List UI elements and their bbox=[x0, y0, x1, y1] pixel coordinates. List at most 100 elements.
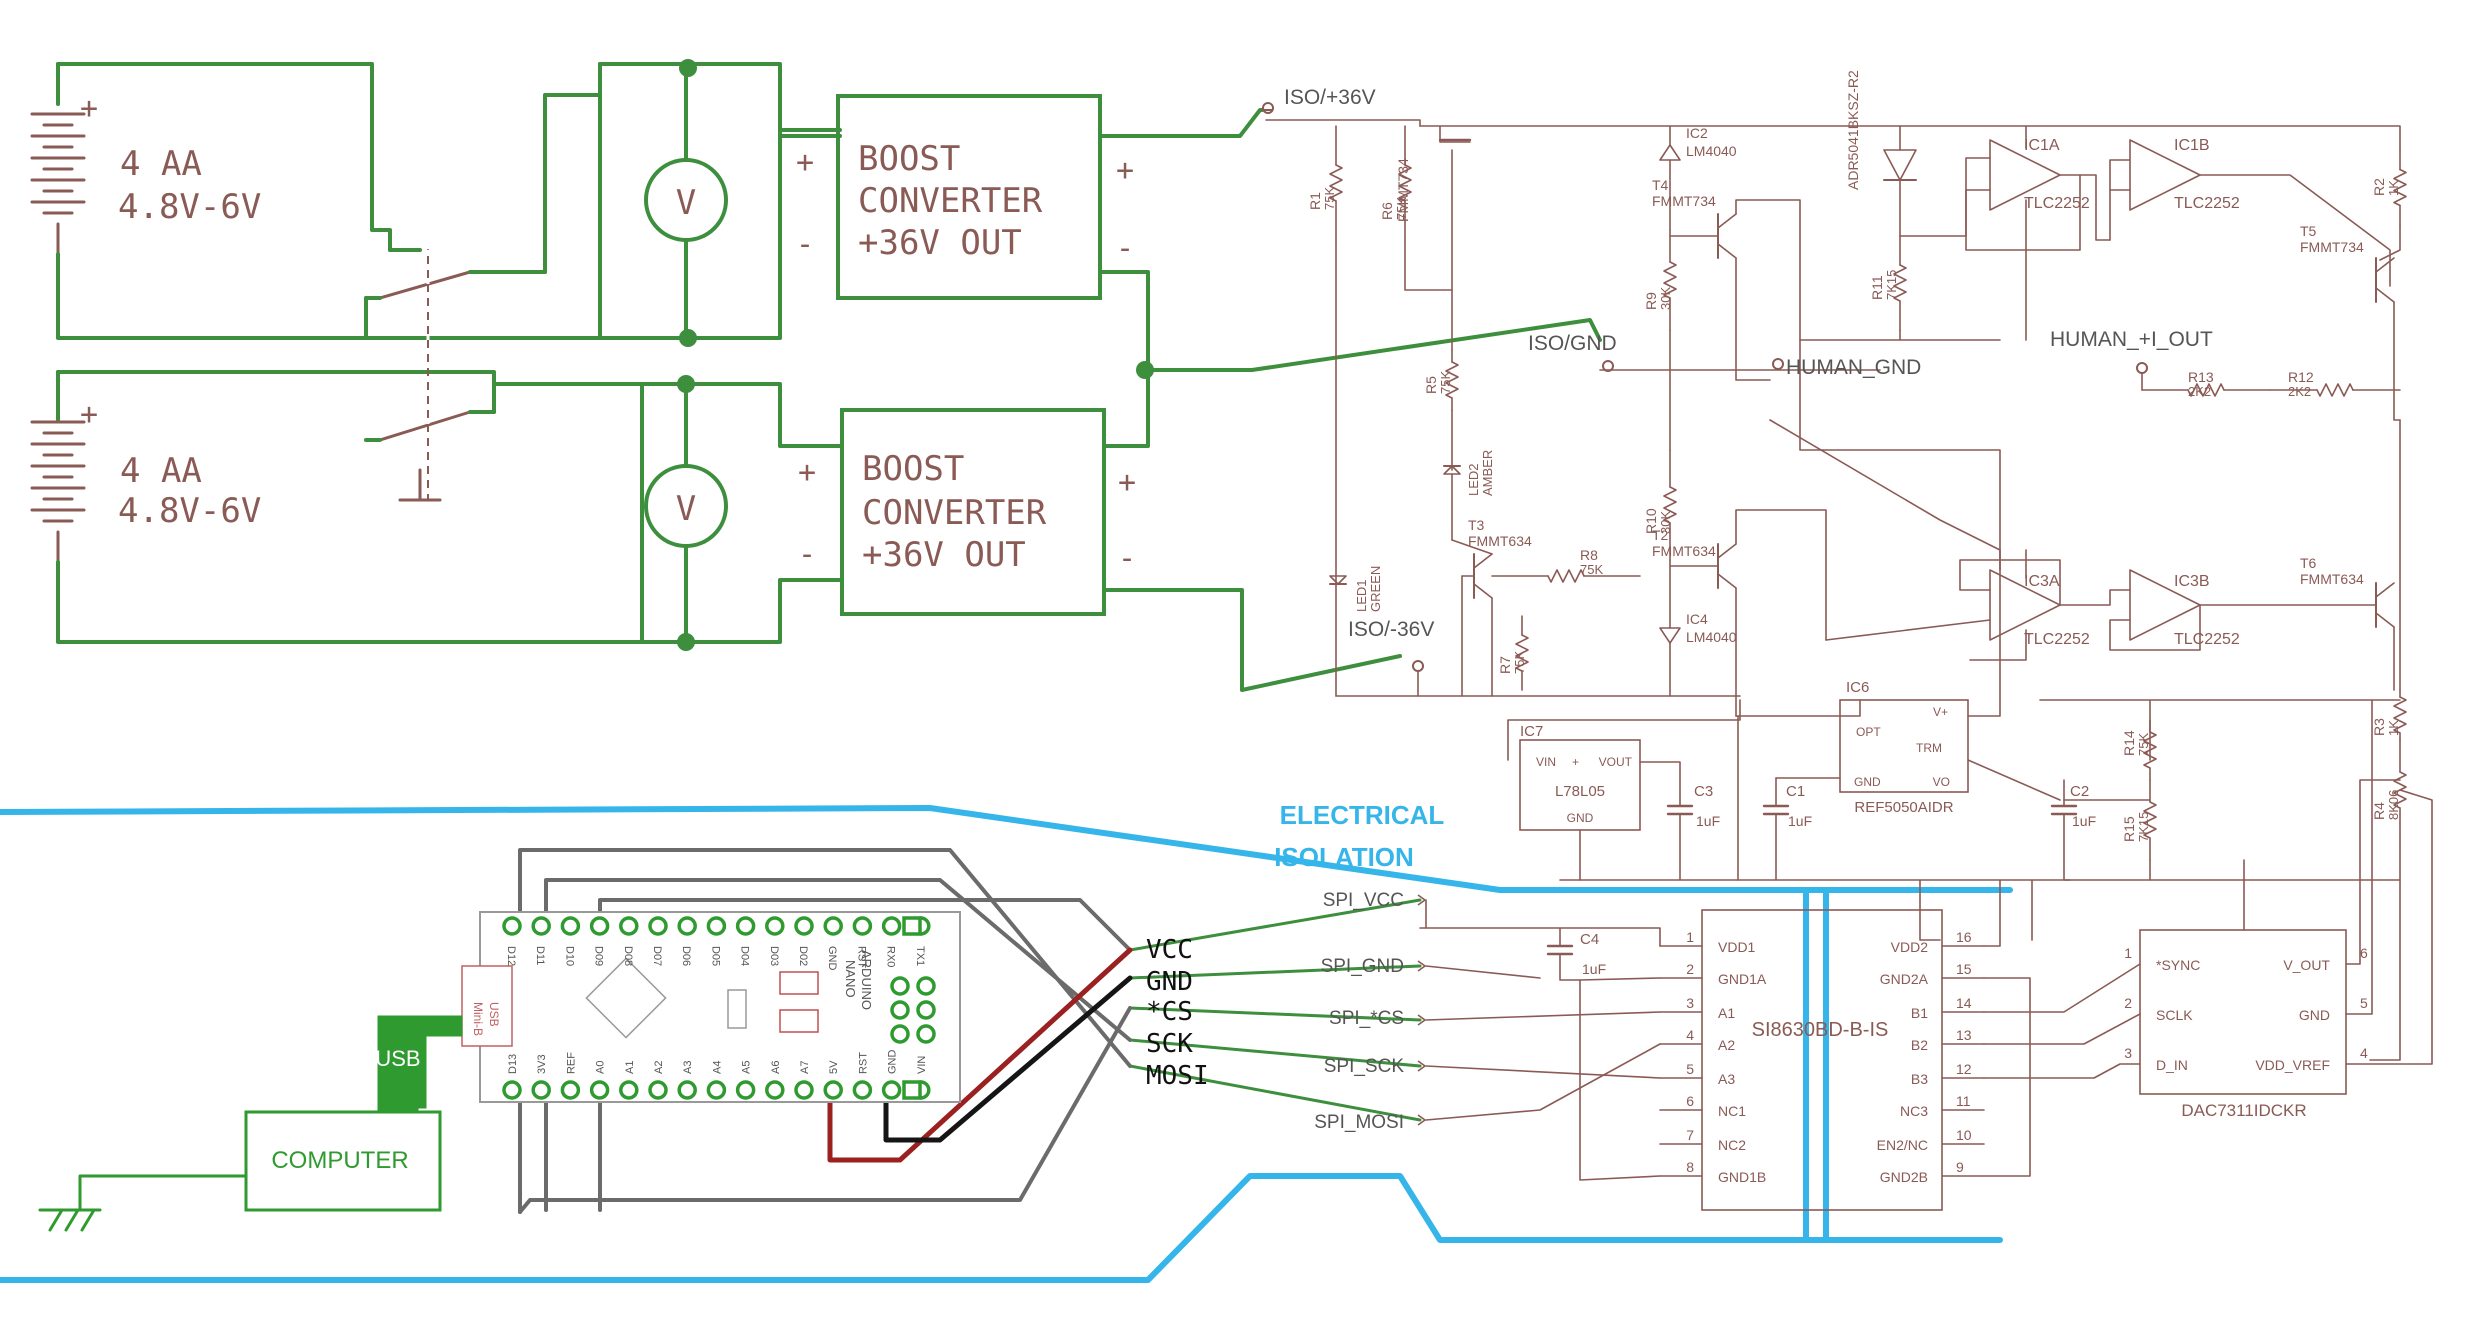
isolator-pin-name: A3 bbox=[1718, 1071, 1735, 1087]
nano-bottom-pin-label: A4 bbox=[711, 1061, 723, 1074]
wire bbox=[1967, 759, 2061, 801]
top-plus-wire bbox=[686, 62, 842, 138]
isolator-pin-name: A2 bbox=[1718, 1037, 1735, 1053]
connector-label: MOSI bbox=[1146, 1061, 1209, 1091]
isolator-pin-num: 13 bbox=[1956, 1027, 1972, 1043]
battery-bottom-label-2: 4.8V-6V bbox=[118, 491, 261, 531]
connector-label: GND bbox=[1146, 967, 1193, 997]
isolator-pin-name: GND1A bbox=[1718, 971, 1767, 987]
battery-plus-bottom: + bbox=[80, 397, 98, 432]
regulator-name: L78L05 bbox=[1555, 783, 1605, 800]
nano-board-text-2: NANO bbox=[843, 960, 858, 998]
nano-pin bbox=[648, 916, 668, 936]
wire bbox=[1579, 977, 1661, 981]
nano-usb-text-1: USB bbox=[487, 1002, 501, 1027]
nano-pin bbox=[823, 1080, 843, 1100]
resistor-symbol bbox=[2393, 696, 2407, 734]
isolator-pin-name: B3 bbox=[1911, 1071, 1928, 1087]
wire bbox=[1983, 1013, 2141, 1045]
connector-label: VCC bbox=[1146, 935, 1193, 965]
isolator-pin-num: 7 bbox=[1686, 1127, 1694, 1143]
nano-pin bbox=[765, 916, 785, 936]
nano-pin bbox=[735, 916, 756, 936]
dac-pin-num: 5 bbox=[2360, 995, 2368, 1011]
nano-pin bbox=[531, 1080, 551, 1100]
booster-top-line-2: CONVERTER bbox=[858, 181, 1043, 221]
nano-icsp-pin bbox=[890, 1024, 910, 1044]
resistor-value: 7K15 bbox=[2136, 812, 2151, 842]
booster-bottom-line-2: CONVERTER bbox=[862, 493, 1047, 533]
resistor-symbol bbox=[1893, 264, 1907, 302]
resistor-ref: R8 bbox=[1580, 547, 1598, 563]
opamp-symbol bbox=[1989, 569, 2061, 641]
resistor-ref: R6 bbox=[1379, 202, 1395, 220]
nano-grey-wire bbox=[518, 1006, 1132, 1214]
spi-wire bbox=[1128, 898, 1422, 952]
bottom-input-wire bbox=[492, 382, 844, 448]
junction-dot bbox=[679, 329, 697, 347]
transistor-lead bbox=[1717, 543, 1737, 559]
resistor-value: 2K2 bbox=[2288, 384, 2311, 399]
transistor-lead bbox=[1717, 213, 1737, 229]
capacitor-value: 1uF bbox=[1582, 961, 1606, 977]
wire bbox=[2369, 839, 2401, 1061]
transistor-lead bbox=[2375, 582, 2395, 598]
nano-pin bbox=[881, 916, 902, 936]
nano-pin bbox=[794, 916, 814, 936]
nano-pin bbox=[502, 916, 522, 936]
isolator-pin-num: 12 bbox=[1956, 1061, 1972, 1077]
resistor-ref: R3 bbox=[2371, 718, 2387, 736]
wire bbox=[1559, 953, 1581, 981]
dac-pin-num: 3 bbox=[2124, 1045, 2132, 1061]
resistor-value: 75K bbox=[1438, 371, 1453, 394]
isolation-label-2: ISOLATION bbox=[1274, 842, 1414, 872]
isolation-barrier-top bbox=[0, 805, 2013, 893]
booster-bottom-out-minus: - bbox=[1118, 541, 1136, 576]
isolator-pin-num: 11 bbox=[1956, 1093, 1971, 1109]
booster-bottom-out-plus: + bbox=[1118, 465, 1136, 500]
resistor-ref: R11 bbox=[1869, 275, 1885, 300]
dac-pin-num: 1 bbox=[2124, 945, 2132, 961]
transistor-ref: T2 bbox=[1652, 527, 1669, 543]
nano-gnd-wire bbox=[883, 975, 1133, 1143]
wire bbox=[1983, 963, 2141, 1013]
dac-pin-num: 6 bbox=[2360, 945, 2368, 961]
diode-part: LM4040 bbox=[1686, 143, 1737, 159]
net-label-human-gnd: HUMAN_GND bbox=[1786, 356, 1921, 379]
resistor-ref: R12 bbox=[2288, 369, 2314, 385]
opamp-symbol bbox=[2129, 139, 2201, 211]
nano-pin bbox=[677, 1080, 697, 1100]
resistor-value: 1K bbox=[2386, 720, 2401, 736]
isolation-label-1: ELECTRICAL bbox=[1280, 800, 1445, 830]
booster-top-line-1: BOOST bbox=[858, 139, 960, 179]
opamp-part: TLC2252 bbox=[2174, 631, 2240, 648]
wire bbox=[2379, 224, 2401, 261]
usb-cable-mid bbox=[377, 1067, 427, 1109]
resistor-ref: R10 bbox=[1643, 508, 1659, 534]
transistor-part: FMMT634 bbox=[1468, 533, 1532, 549]
opamp-part: TLC2252 bbox=[2174, 195, 2240, 212]
dac-pin-num: 4 bbox=[2360, 1045, 2368, 1061]
spi-wire bbox=[1128, 964, 1422, 980]
top-gnd-wire bbox=[686, 128, 842, 340]
battery-plus-top: + bbox=[80, 91, 98, 126]
dac-ic bbox=[2139, 929, 2347, 1095]
wire bbox=[1769, 419, 2001, 717]
wire bbox=[1735, 199, 1801, 341]
ground-hatch bbox=[80, 1208, 96, 1232]
nano-usb-port bbox=[461, 965, 513, 1047]
nano-pin bbox=[706, 916, 727, 936]
net-terminal-iso-pos bbox=[1262, 102, 1274, 114]
net-flag bbox=[1417, 894, 1427, 906]
isolator-pin-name: VDD1 bbox=[1718, 939, 1756, 955]
led-color: AMBER bbox=[1480, 450, 1495, 496]
rail-iso-pos bbox=[1265, 119, 1421, 127]
wire bbox=[2393, 301, 2401, 421]
ground-hatch bbox=[48, 1208, 64, 1232]
nano-pin-square bbox=[902, 916, 922, 936]
isolator-pin-num: 16 bbox=[1956, 929, 1972, 945]
nano-pin bbox=[852, 916, 873, 936]
switch-blade bbox=[378, 270, 472, 300]
nano-pin bbox=[852, 1080, 873, 1100]
capacitor-ref: C1 bbox=[1786, 783, 1805, 800]
